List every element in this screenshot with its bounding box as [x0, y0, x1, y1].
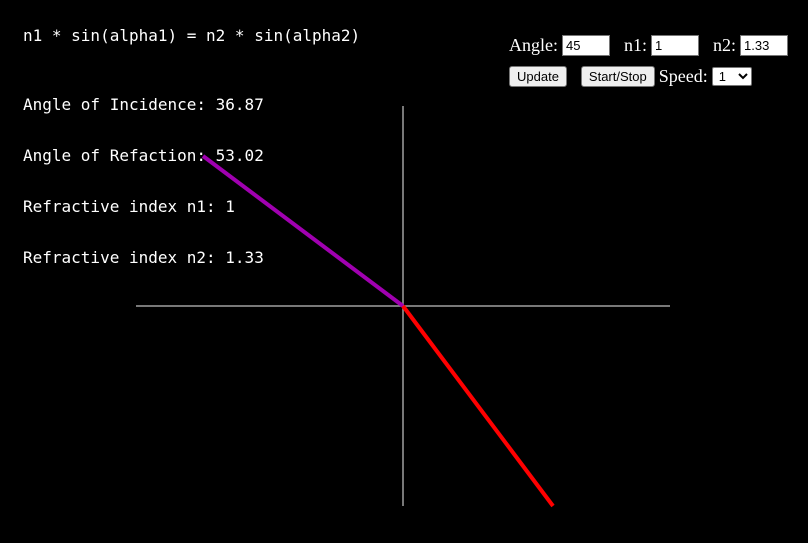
incident-ray	[201, 154, 405, 308]
angle-label: Angle:	[509, 34, 558, 55]
refractive-index-n1-text: Refractive index n1: 1	[23, 197, 235, 216]
n1-label: n1:	[624, 34, 648, 55]
info-panel: Angle of Incidence: 36.87 Angle of Refac…	[23, 62, 264, 283]
n2-label: n2:	[713, 34, 737, 55]
parameter-row: Angle: n1: n2:	[509, 34, 789, 56]
refractive-index-n2-text: Refractive index n2: 1.33	[23, 248, 264, 267]
angle-of-incidence-text: Angle of Incidence: 36.87	[23, 95, 264, 114]
formula-text: n1 * sin(alpha1) = n2 * sin(alpha2)	[23, 26, 361, 45]
refracted-ray	[401, 304, 555, 508]
update-button[interactable]: Update	[509, 65, 567, 87]
angle-of-refraction-text: Angle of Refaction: 53.02	[23, 146, 264, 165]
action-row: Update Start/Stop Speed: 1	[509, 65, 788, 87]
controls-panel: Angle: n1: n2: Update Start/Stop Speed: …	[509, 34, 789, 87]
angle-input[interactable]	[562, 34, 610, 56]
n1-input[interactable]	[651, 34, 700, 56]
n2-input[interactable]	[740, 34, 789, 56]
speed-label: Speed:	[658, 65, 708, 86]
speed-select[interactable]: 1	[711, 66, 752, 86]
start-stop-button[interactable]: Start/Stop	[580, 65, 655, 87]
